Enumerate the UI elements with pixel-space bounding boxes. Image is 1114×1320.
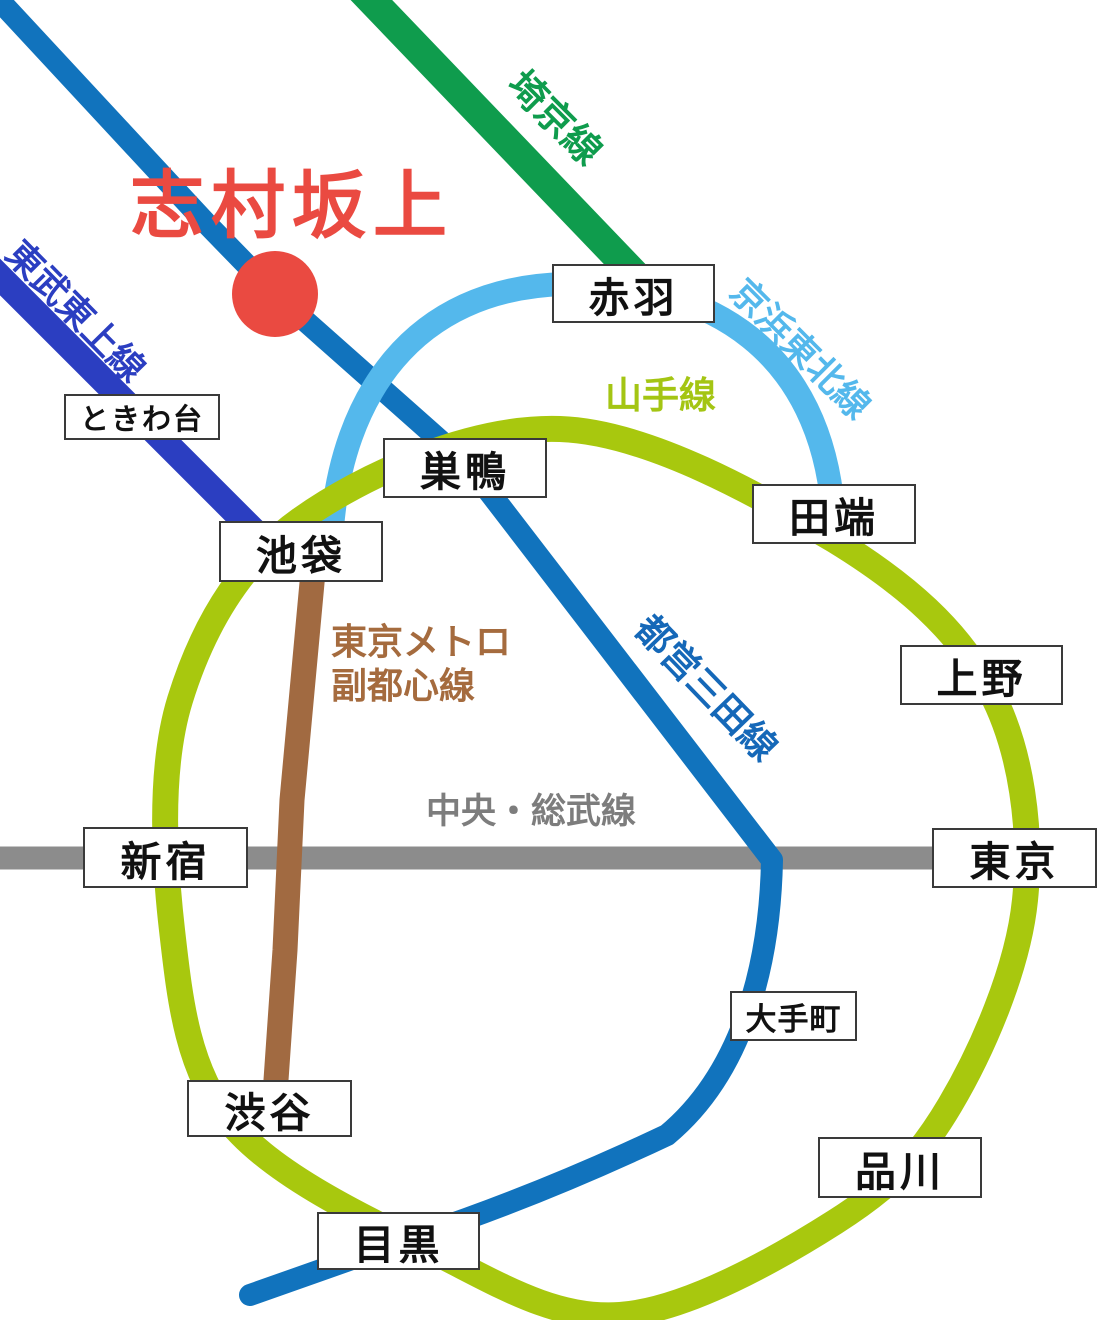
station-ikebukuro: 池袋 [219,521,383,582]
shimura-sakaue-dot [232,251,318,337]
station-shinjuku: 新宿 [83,827,248,888]
station-shinagawa: 品川 [818,1137,982,1198]
yamanote-line-label: 山手線 [605,375,716,416]
saikyo-line [350,0,649,289]
station-ueno: 上野 [900,645,1063,705]
chuo-sobu-line-label: 中央・総武線 [426,792,637,831]
station-meguro: 目黒 [317,1212,480,1270]
station-tabata: 田端 [752,484,916,544]
mita-line [0,0,783,1306]
station-sugamo: 巣鴨 [383,438,547,498]
fukutoshin-line [263,559,326,1093]
station-tokyo: 東京 [932,828,1097,888]
station-akabane: 赤羽 [552,264,715,323]
station-otemachi: 大手町 [730,991,857,1041]
station-tokiwadai: ときわ台 [64,394,220,440]
highlight-station-label: 志村坂上 [130,164,454,247]
station-shibuya: 渋谷 [187,1080,352,1137]
fukutoshin-line-label: 東京メトロ 副都心線 [331,621,512,706]
